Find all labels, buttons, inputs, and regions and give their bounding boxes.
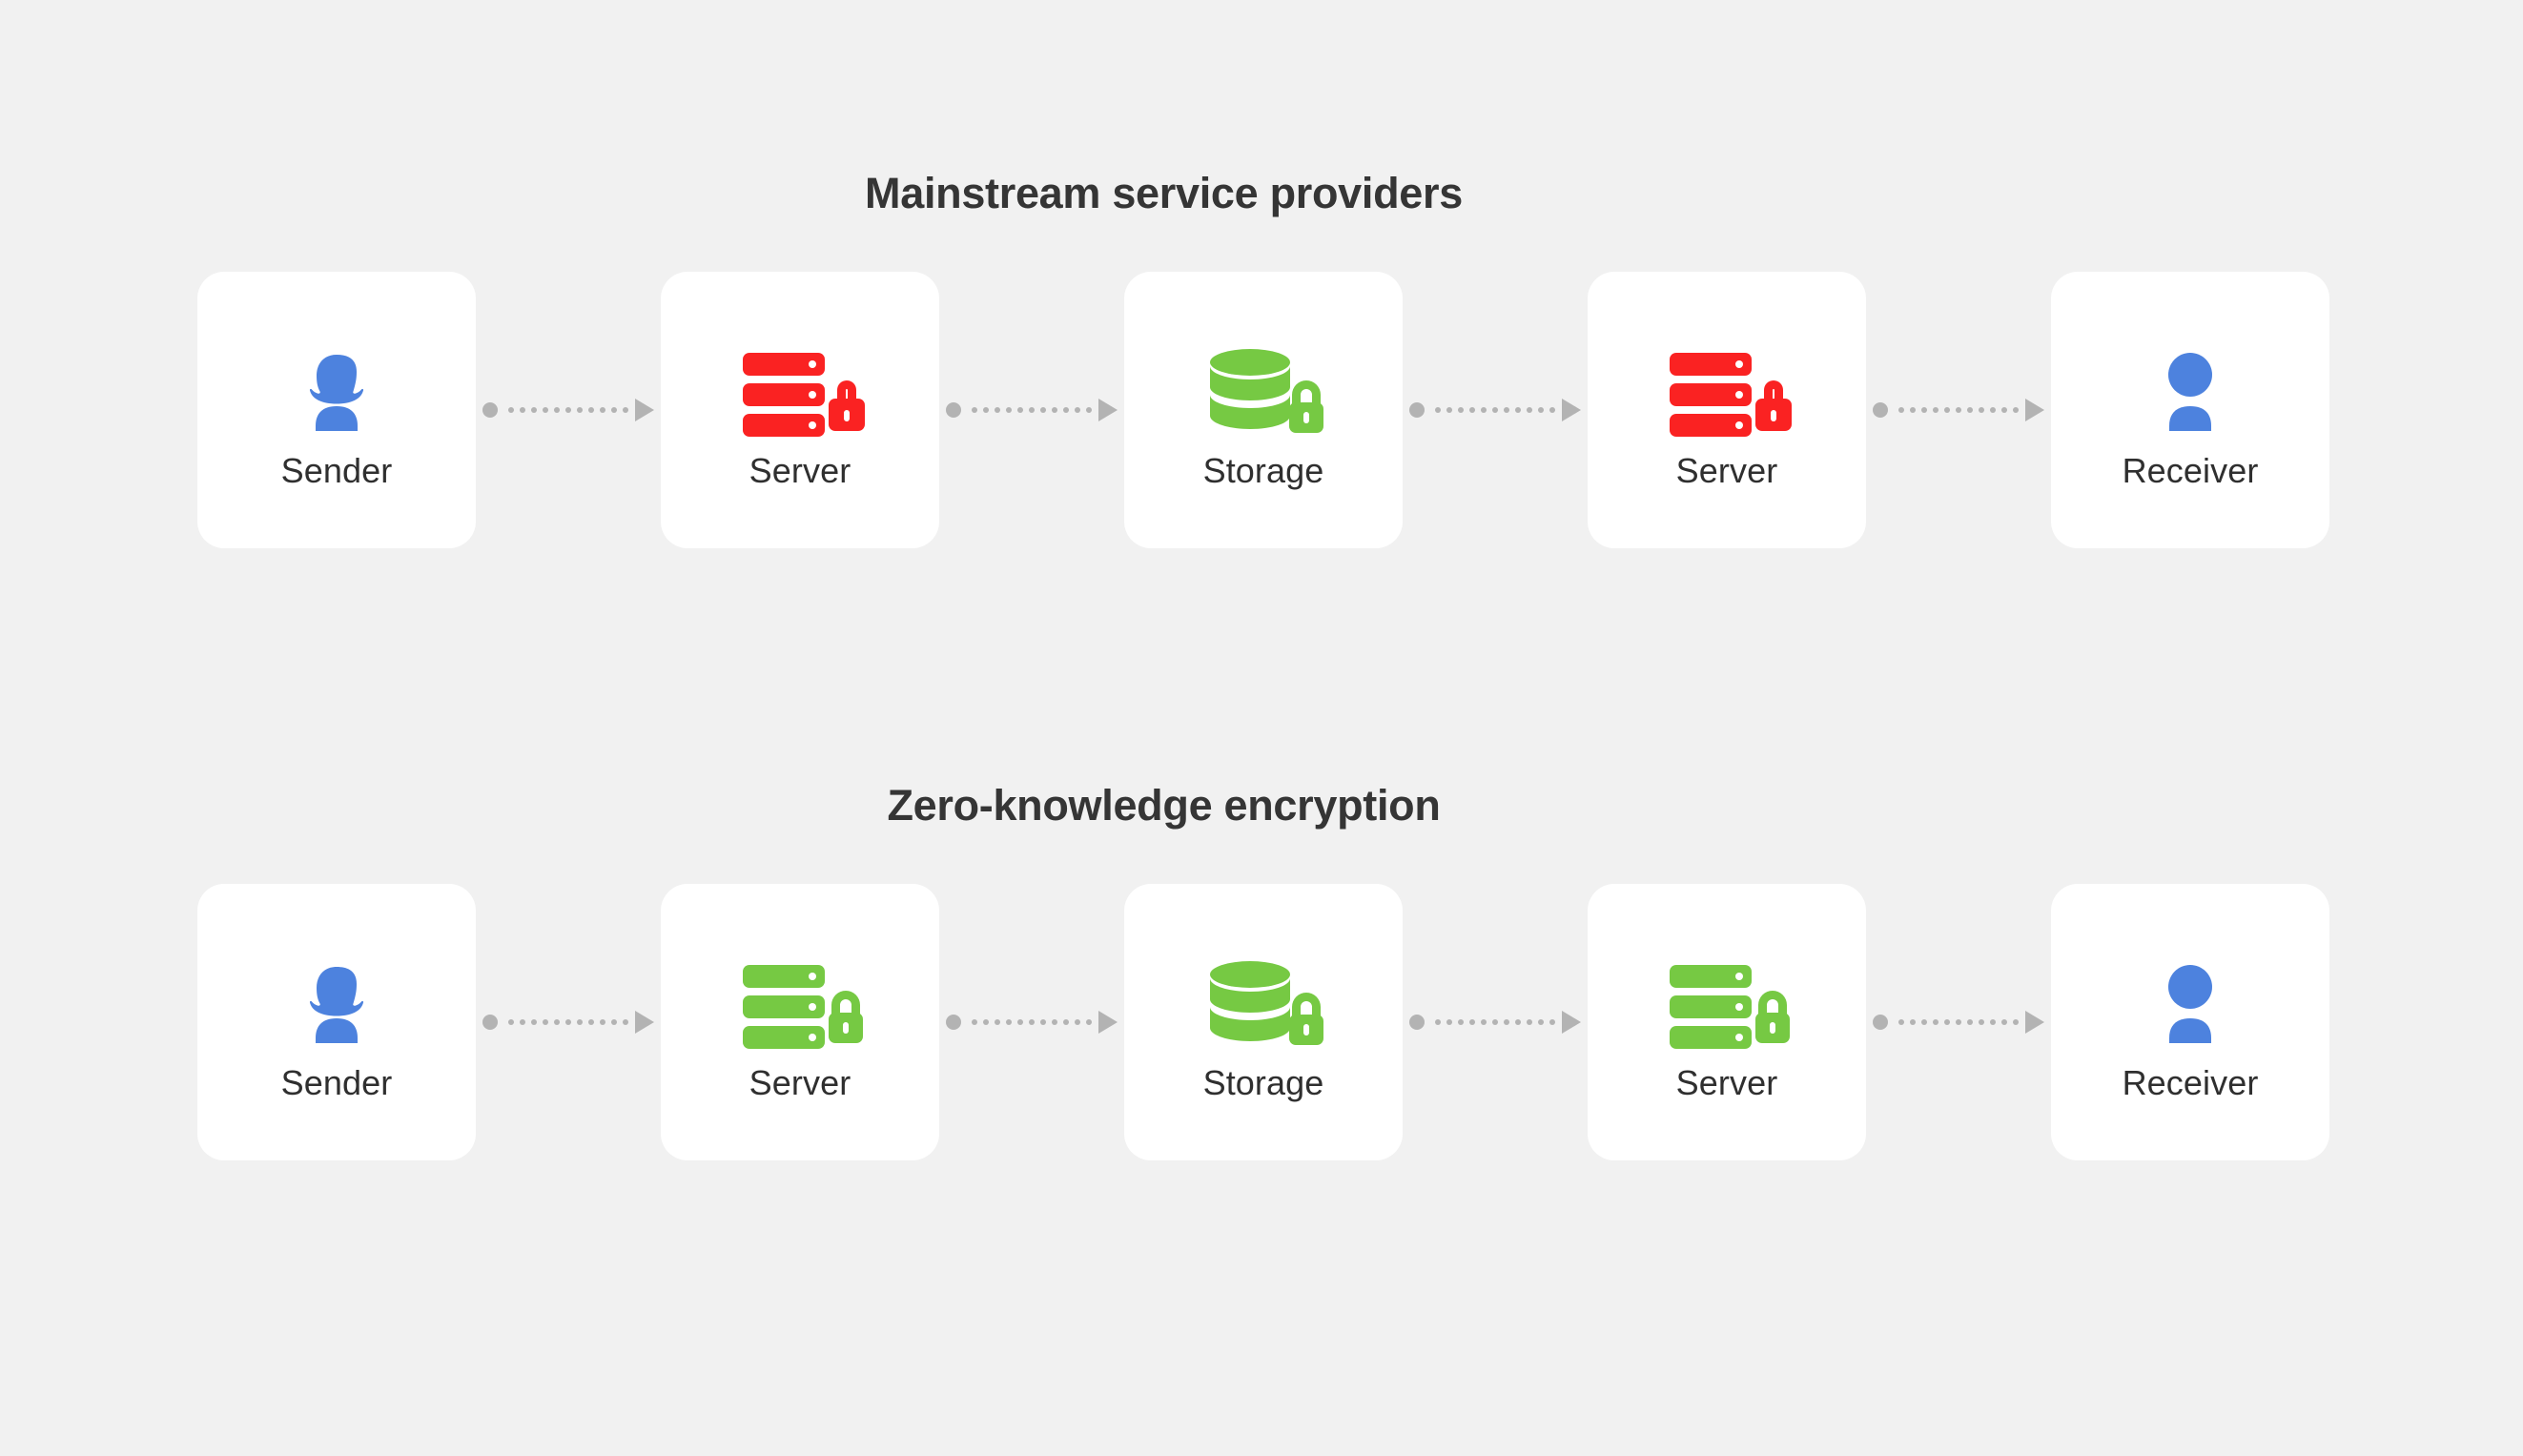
node-card-server[interactable]: Server: [661, 884, 939, 1160]
lock-closed-icon: [1755, 991, 1790, 1043]
node-card-receiver[interactable]: Receiver: [2051, 884, 2329, 1160]
person-male-icon: [2141, 332, 2240, 439]
connector-arrow: [1403, 1010, 1588, 1035]
node-label: Server: [1675, 1063, 1778, 1102]
section-title: Mainstream service providers: [865, 169, 1463, 217]
node-card-server[interactable]: Server: [1588, 884, 1866, 1160]
person-female-icon: [287, 332, 386, 439]
node-card-sender[interactable]: Sender: [197, 272, 476, 548]
node-card-storage[interactable]: Storage: [1124, 272, 1403, 548]
node-card-sender[interactable]: Sender: [197, 884, 476, 1160]
node-label: Receiver: [2122, 1063, 2259, 1102]
server-icon: [737, 944, 863, 1051]
lock-open-icon: [829, 380, 865, 431]
connector-arrow: [1403, 398, 1588, 422]
node-label: Sender: [280, 1063, 393, 1102]
database-icon: [1200, 944, 1326, 1051]
server-icon: [1664, 944, 1790, 1051]
connector-arrow: [939, 1010, 1124, 1035]
section-mainstream: Mainstream service providers Sender: [0, 169, 2523, 548]
flow-row-mainstream: Sender: [197, 272, 2329, 548]
connector-arrow: [1866, 1010, 2051, 1035]
server-icon: [737, 332, 865, 439]
connector-arrow: [1866, 398, 2051, 422]
node-label: Server: [749, 451, 851, 490]
node-label: Storage: [1202, 1063, 1324, 1102]
flow-row-zero-knowledge: Sender: [197, 884, 2329, 1160]
lock-closed-icon: [1289, 993, 1323, 1045]
connector-arrow: [476, 398, 661, 422]
lock-closed-icon: [1289, 380, 1323, 433]
node-card-server[interactable]: Server: [1588, 272, 1866, 548]
section-zero-knowledge: Zero-knowledge encryption Sender: [0, 781, 2523, 1160]
section-title: Zero-knowledge encryption: [887, 781, 1441, 830]
node-label: Sender: [280, 451, 393, 490]
person-male-icon: [2141, 944, 2240, 1051]
server-icon: [1664, 332, 1792, 439]
node-label: Server: [749, 1063, 851, 1102]
connector-arrow: [939, 398, 1124, 422]
database-icon: [1200, 332, 1326, 439]
node-label: Server: [1675, 451, 1778, 490]
node-card-receiver[interactable]: Receiver: [2051, 272, 2329, 548]
lock-open-icon: [1755, 380, 1792, 431]
node-label: Storage: [1202, 451, 1324, 490]
node-card-server[interactable]: Server: [661, 272, 939, 548]
node-label: Receiver: [2122, 451, 2259, 490]
person-female-icon: [287, 944, 386, 1051]
connector-arrow: [476, 1010, 661, 1035]
node-card-storage[interactable]: Storage: [1124, 884, 1403, 1160]
lock-closed-icon: [829, 991, 863, 1043]
